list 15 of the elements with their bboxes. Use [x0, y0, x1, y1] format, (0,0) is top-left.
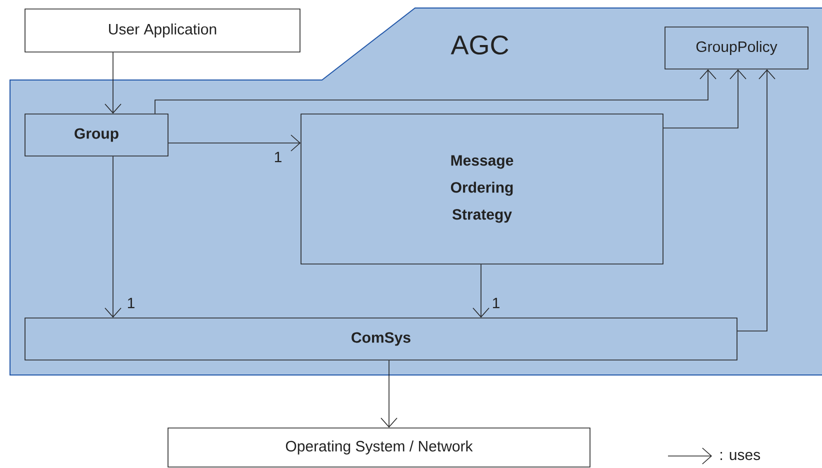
arrow	[104, 52, 122, 114]
arrow	[168, 134, 301, 152]
component-box: GroupPolicy	[664, 26, 808, 70]
component-box: User Application	[24, 8, 300, 52]
component-box: ComSys	[24, 318, 738, 360]
component-box: Group	[24, 114, 168, 156]
arrow	[154, 69, 716, 114]
arrow	[663, 69, 746, 128]
arrow	[737, 69, 776, 332]
legend-text: : uses	[720, 452, 760, 460]
arrow	[380, 360, 398, 428]
arrow	[472, 264, 490, 318]
component-box: Operating System / Network	[168, 428, 590, 468]
component-box: Message Ordering Strategy	[300, 114, 664, 264]
arrow	[104, 156, 122, 318]
